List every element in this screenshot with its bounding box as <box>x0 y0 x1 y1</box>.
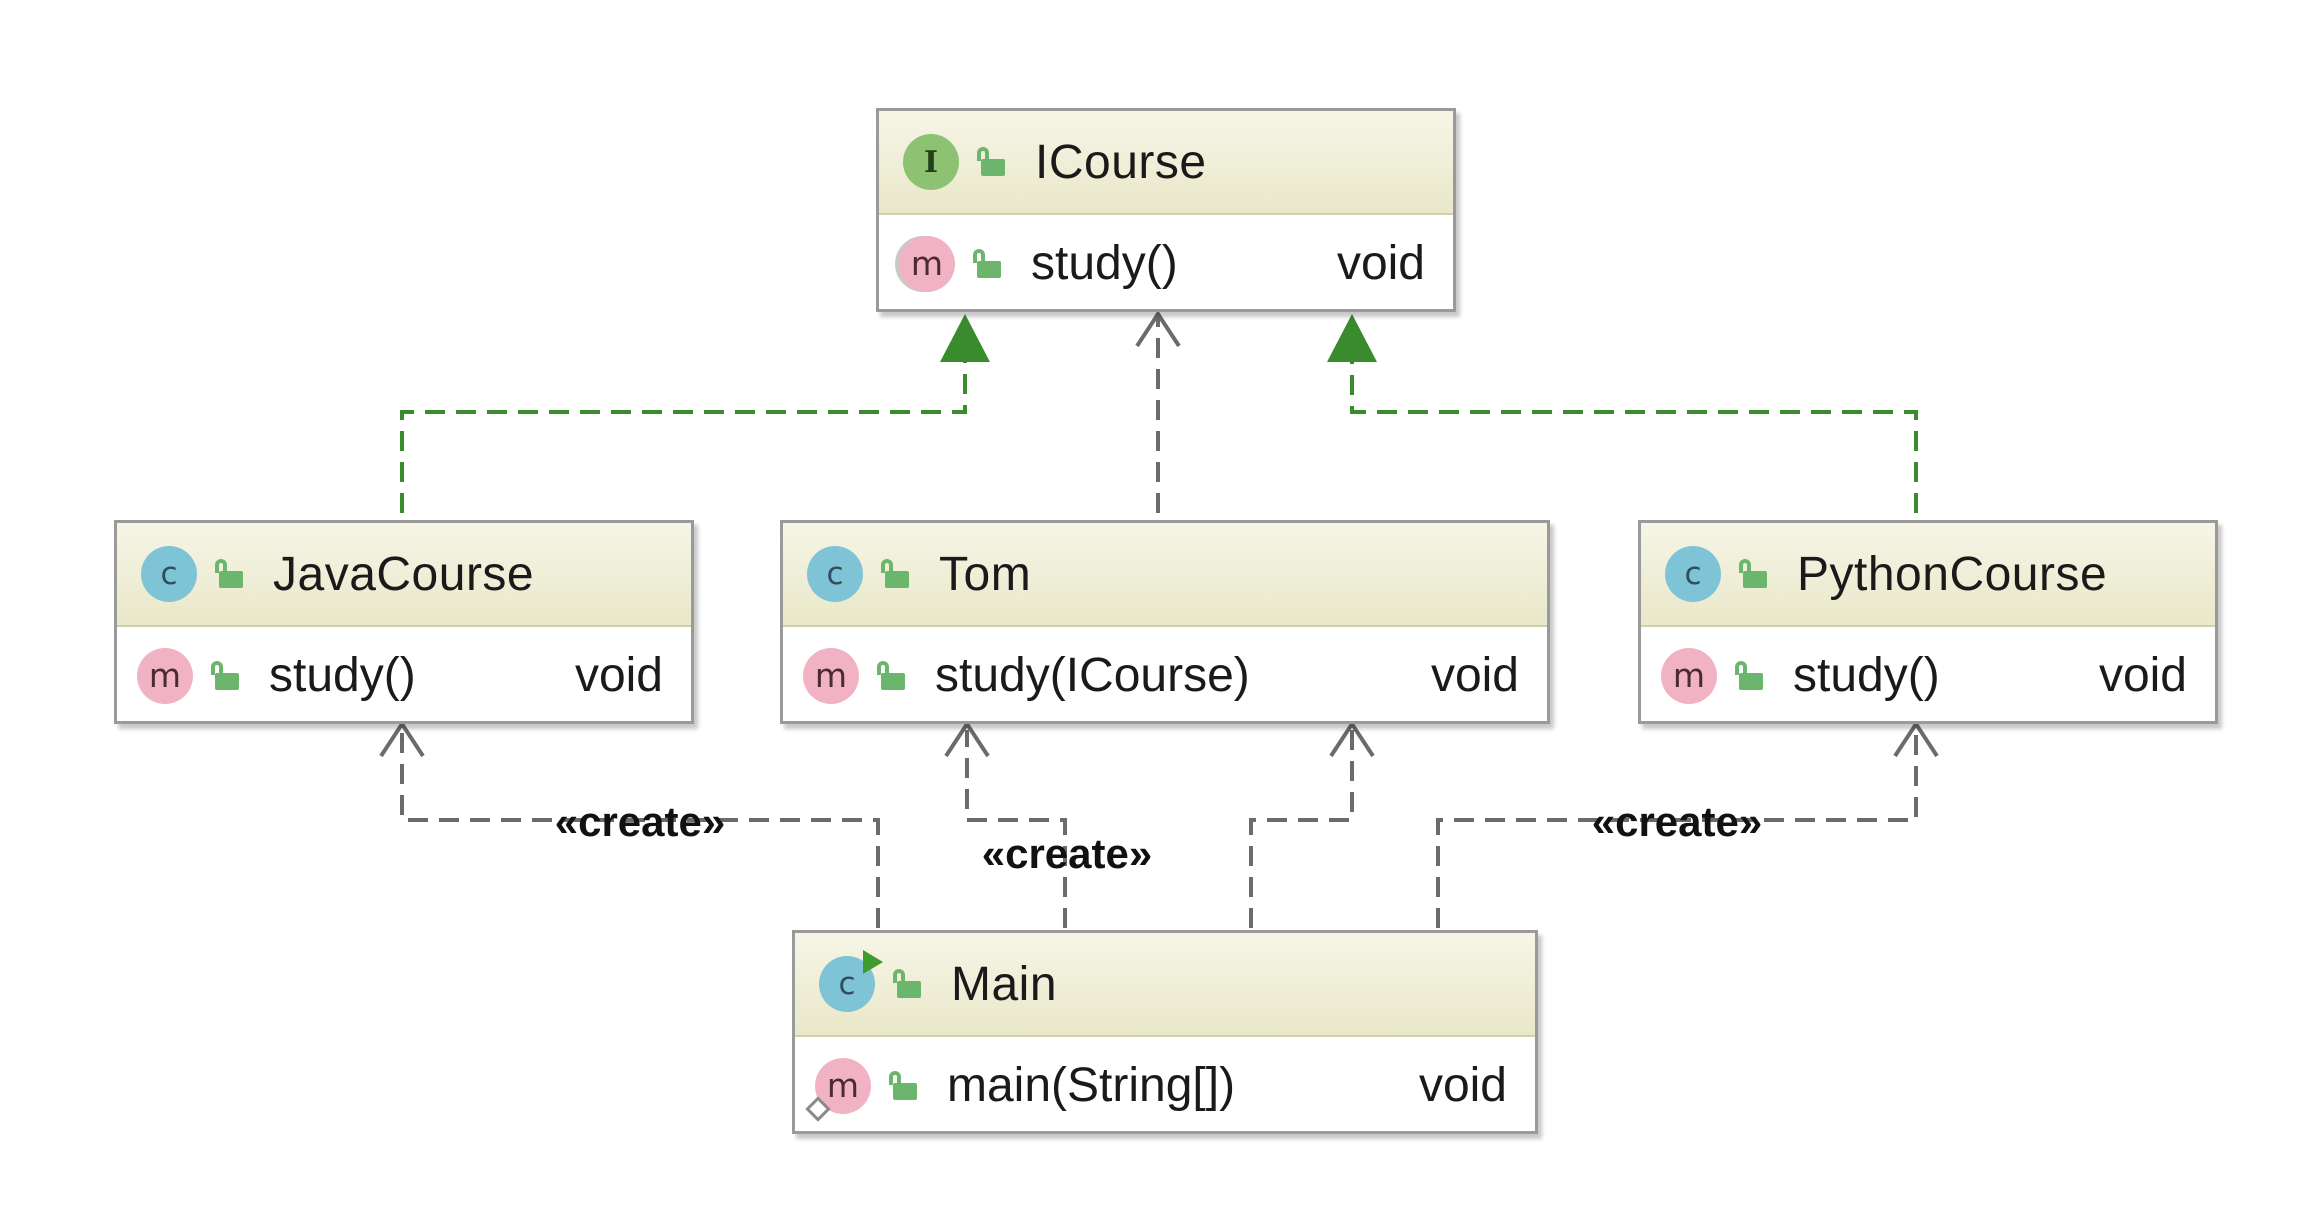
edge-main-creates-javacourse <box>379 720 880 928</box>
edge-label-create: «create» <box>555 798 725 845</box>
public-lock-icon <box>1733 660 1763 691</box>
method-signature: study() <box>269 649 416 702</box>
node-title: Main <box>951 957 1058 1011</box>
edge-label-create: «create» <box>982 830 1152 877</box>
class-icon: c <box>1665 546 1721 602</box>
member-row[interactable]: m study() void <box>879 215 1453 312</box>
method-signature: study(ICourse) <box>935 649 1250 702</box>
method-return-type: void <box>1336 237 1425 290</box>
method-return-type: void <box>1418 1059 1507 1112</box>
method-letter: m <box>826 1066 860 1105</box>
method-return-type: void <box>1430 649 1519 702</box>
method-signature: main(String[]) <box>947 1059 1236 1112</box>
member-row[interactable]: m study() void <box>117 627 691 724</box>
dependency-arrowhead <box>1329 720 1375 758</box>
node-javacourse[interactable]: c JavaCourse m study() void <box>114 520 694 724</box>
static-method-icon: m <box>805 1057 871 1122</box>
method-icon: m <box>1661 647 1717 704</box>
node-header: c Tom <box>783 523 1547 627</box>
public-lock-icon <box>875 660 905 691</box>
public-lock-icon <box>887 1070 917 1101</box>
runnable-class-icon: c <box>819 950 883 1012</box>
realization-arrowhead <box>940 314 990 362</box>
public-lock-icon <box>209 660 239 691</box>
public-lock-icon <box>891 969 921 999</box>
edge-main-creates-pythoncourse <box>1436 720 1939 928</box>
method-icon: m <box>803 647 859 704</box>
node-title: PythonCourse <box>1797 547 2108 601</box>
dependency-arrowhead <box>1135 310 1181 348</box>
edge-label-create: «create» <box>1592 798 1762 845</box>
public-lock-icon <box>213 559 243 589</box>
interface-icon: I <box>903 134 959 190</box>
class-letter: c <box>838 966 856 1002</box>
public-lock-icon <box>879 559 909 589</box>
edge-javacourse-realizes-icourse <box>400 314 990 513</box>
dependency-arrowhead <box>379 720 425 758</box>
abstract-method-icon: m <box>899 235 955 292</box>
edge-pythoncourse-realizes-icourse <box>1327 314 1918 513</box>
node-pythoncourse[interactable]: c PythonCourse m study() void <box>1638 520 2218 724</box>
dependency-arrowhead <box>944 720 990 758</box>
edge-main-creates-tom <box>944 720 1067 928</box>
public-lock-icon <box>975 147 1005 177</box>
class-icon: c <box>807 546 863 602</box>
class-icon: c <box>141 546 197 602</box>
method-return-type: void <box>574 649 663 702</box>
node-tom[interactable]: c Tom m study(ICourse) void <box>780 520 1550 724</box>
edge-tom-uses-icourse <box>1135 310 1181 513</box>
node-title: ICourse <box>1035 135 1207 189</box>
edge-main-uses-tom <box>1249 720 1375 928</box>
method-signature: study() <box>1031 237 1178 290</box>
node-header: c PythonCourse <box>1641 523 2215 627</box>
node-header: I ICourse <box>879 111 1453 215</box>
node-icourse[interactable]: I ICourse m study() void <box>876 108 1456 312</box>
member-row[interactable]: m study() void <box>1641 627 2215 724</box>
node-main[interactable]: c Main m main(String[]) void <box>792 930 1538 1134</box>
member-row[interactable]: m study(ICourse) void <box>783 627 1547 724</box>
realization-arrowhead <box>1327 314 1377 362</box>
node-header: c JavaCourse <box>117 523 691 627</box>
public-lock-icon <box>1737 559 1767 589</box>
method-icon: m <box>137 647 193 704</box>
run-icon <box>863 950 883 974</box>
member-row[interactable]: m main(String[]) void <box>795 1037 1535 1134</box>
node-title: JavaCourse <box>273 547 535 601</box>
node-header: c Main <box>795 933 1535 1037</box>
method-return-type: void <box>2098 649 2187 702</box>
node-title: Tom <box>939 547 1032 601</box>
method-signature: study() <box>1793 649 1940 702</box>
public-lock-icon <box>971 248 1001 279</box>
dependency-arrowhead <box>1893 720 1939 758</box>
